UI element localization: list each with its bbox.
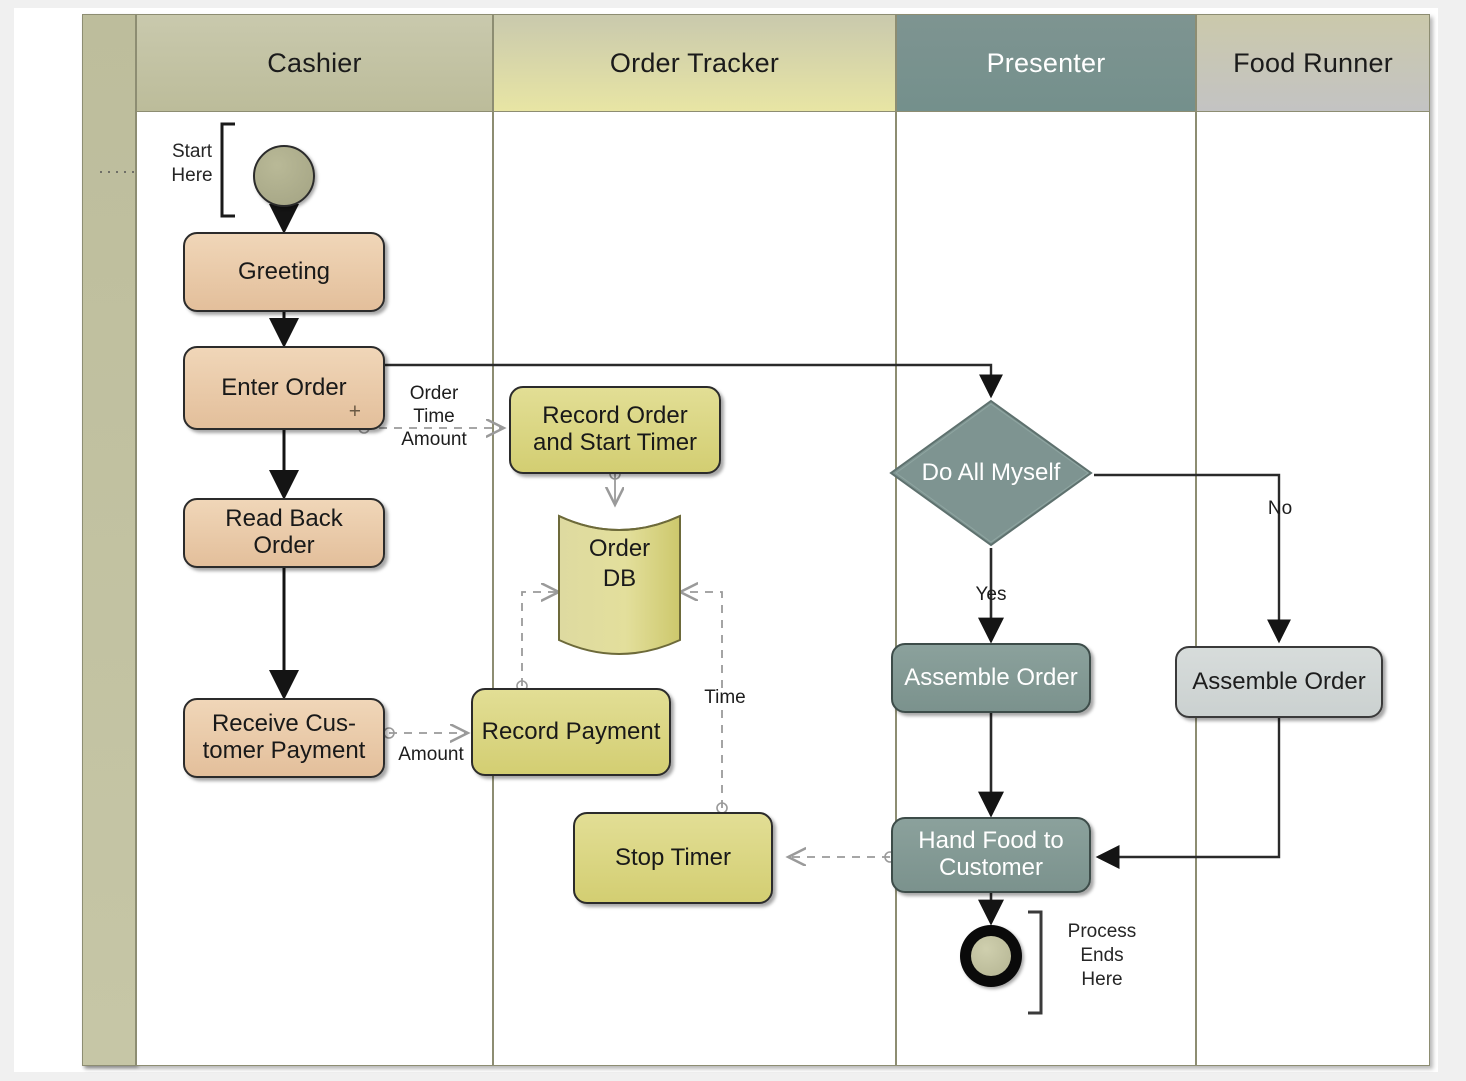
- edge-label-no: No: [1267, 498, 1293, 519]
- lane-title-food-runner: Food Runner: [1233, 47, 1393, 78]
- activity-greeting[interactable]: Greeting: [183, 232, 385, 312]
- datastore-order-db-label: Order DB: [588, 535, 651, 592]
- activity-read-back-order-label: Read Back Order: [225, 505, 343, 559]
- decision-shape: [889, 399, 1093, 547]
- lane-header-presenter: Presenter: [896, 14, 1196, 112]
- edge-label-order-time-amount: Order Time Amount: [401, 383, 467, 451]
- activity-receive-customer-payment[interactable]: Receive Cus- tomer Payment: [183, 698, 385, 778]
- activity-assemble-order-presenter-label: Assemble Order: [904, 663, 1078, 691]
- edge-label-yes: Yes: [975, 584, 1007, 605]
- lane-header-food-runner: Food Runner: [1196, 14, 1430, 112]
- activity-hand-food-to-customer-label: Hand Food to Customer: [918, 827, 1064, 881]
- datastore-order-db[interactable]: Order DB: [557, 508, 682, 658]
- activity-receive-customer-payment-label: Receive Cus- tomer Payment: [202, 710, 366, 764]
- lane-title-cashier: Cashier: [267, 47, 362, 78]
- activity-assemble-order-presenter[interactable]: Assemble Order: [891, 643, 1091, 713]
- activity-stop-timer[interactable]: Stop Timer: [573, 812, 773, 904]
- edge-label-amount: Amount: [398, 744, 464, 765]
- pool-header-strip: [82, 14, 136, 1066]
- lane-body-presenter: [896, 112, 1196, 1066]
- decision-do-all-myself[interactable]: Do All Myself: [888, 398, 1094, 548]
- activity-hand-food-to-customer[interactable]: Hand Food to Customer: [891, 817, 1091, 893]
- lane-header-order-tracker: Order Tracker: [493, 14, 896, 112]
- lane-order-tracker: Order Tracker: [493, 14, 896, 1066]
- activity-record-order-and-start-timer[interactable]: Record Order and Start Timer: [509, 386, 721, 474]
- edge-label-time: Time: [704, 687, 746, 708]
- activity-record-order-and-start-timer-label: Record Order and Start Timer: [532, 402, 698, 456]
- annotation-process-ends-here: Process Ends Here: [1067, 921, 1137, 990]
- annotation-start-here: Start Here: [171, 141, 213, 186]
- subprocess-plus-icon: +: [348, 400, 361, 424]
- lane-food-runner: Food Runner: [1196, 14, 1430, 1066]
- lane-body-food-runner: [1196, 112, 1430, 1066]
- activity-enter-order[interactable]: Enter Order +: [183, 346, 385, 430]
- activity-greeting-label: Greeting: [237, 257, 331, 285]
- initial-node[interactable]: [253, 145, 315, 207]
- activity-record-payment-label: Record Payment: [481, 717, 661, 745]
- datastore-shape: [558, 514, 681, 655]
- lane-title-order-tracker: Order Tracker: [609, 47, 780, 78]
- decision-do-all-myself-label: Do All Myself: [921, 459, 1061, 486]
- activity-assemble-order-runner[interactable]: Assemble Order: [1175, 646, 1383, 718]
- lane-body-order-tracker: [493, 112, 896, 1066]
- activity-read-back-order[interactable]: Read Back Order: [183, 498, 385, 568]
- activity-assemble-order-runner-label: Assemble Order: [1192, 667, 1366, 695]
- activity-record-payment[interactable]: Record Payment: [471, 688, 671, 776]
- final-node[interactable]: [960, 925, 1022, 987]
- activity-enter-order-label: Enter Order: [221, 373, 347, 401]
- lane-header-cashier: Cashier: [136, 14, 493, 112]
- lane-title-presenter: Presenter: [986, 47, 1106, 78]
- activity-stop-timer-label: Stop Timer: [614, 843, 732, 871]
